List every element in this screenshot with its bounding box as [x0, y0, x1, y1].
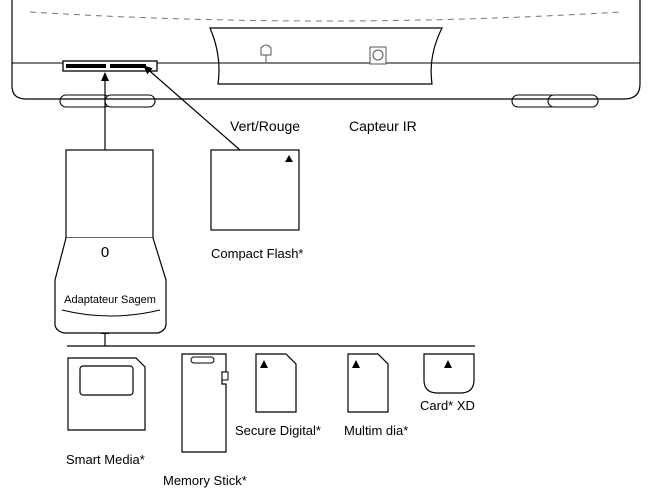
device-body	[11, 0, 641, 108]
secure-digital-card	[255, 353, 297, 413]
multimedia-label: Multim dia*	[344, 423, 408, 438]
ir-sensor-label: Capteur IR	[349, 118, 417, 134]
card-slot	[62, 60, 158, 72]
compact-flash-arrow	[143, 65, 241, 151]
memory-stick-label: Memory Stick*	[163, 473, 247, 488]
adapter-mark: 0	[101, 244, 109, 261]
memory-stick-card	[181, 353, 229, 453]
compact-flash-card	[210, 149, 300, 231]
device-top-edge	[29, 11, 621, 22]
device-casing	[11, 0, 641, 100]
led-label: Vert/Rouge	[230, 118, 300, 134]
device-foot-right-2	[547, 94, 599, 108]
adapter-label: Adaptateur Sagem	[64, 294, 156, 306]
secure-digital-label: Secure Digital*	[235, 423, 321, 438]
device-foot-left-2	[104, 94, 156, 108]
smart-media-label: Smart Media*	[66, 452, 145, 467]
xd-card-label: Card* XD	[420, 398, 475, 413]
ir-sensor-icon	[369, 46, 387, 65]
smart-media-card	[67, 357, 146, 431]
compact-flash-label: Compact Flash*	[211, 246, 303, 261]
multimedia-card	[347, 353, 389, 413]
xd-card	[423, 353, 475, 394]
led-icon	[260, 44, 272, 62]
front-bezel	[209, 27, 443, 85]
sagem-adapter	[54, 149, 167, 334]
device-foot-left	[59, 94, 111, 108]
